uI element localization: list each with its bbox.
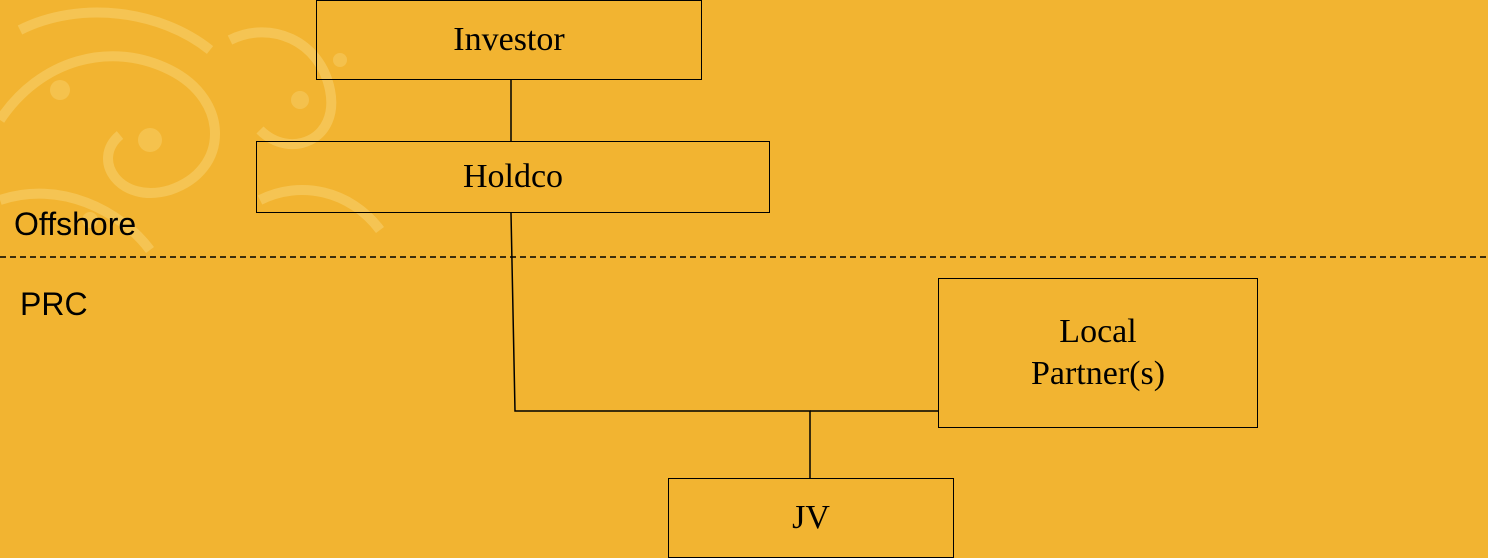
holdco-label: Holdco [462,157,564,195]
investor-label: Investor [453,20,565,58]
investor-node: Investor [316,0,702,80]
holdco-node: Holdco [256,141,770,213]
jv-node: JV [668,478,954,558]
connector-holdco-jv [510,212,811,478]
jv-label: JV [792,498,830,536]
offshore-region-label: Offshore [14,206,137,242]
prc-region-label: PRC [20,286,88,322]
local-partner-label-line1: Local [1059,312,1137,350]
local-partner-label-line2: Partner(s) [1030,355,1166,392]
local-partner-node: Local Partner(s) [938,278,1258,428]
